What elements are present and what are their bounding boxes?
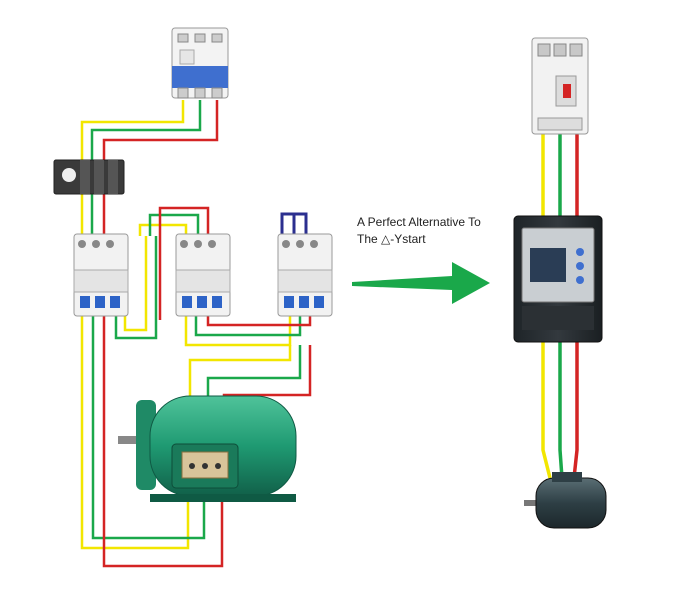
arrow-right-icon (352, 262, 490, 304)
contactor-icon (73, 233, 129, 317)
circuit-breaker-icon (171, 27, 229, 99)
caption: A Perfect Alternative To The △-Ystart (357, 214, 481, 248)
right-wires (541, 134, 579, 479)
motor-icon (118, 395, 297, 502)
caption-line-1: A Perfect Alternative To (357, 215, 481, 229)
contactor-icon (175, 233, 231, 317)
contactor-icon (277, 233, 333, 317)
caption-line-2: The △-Ystart (357, 232, 426, 246)
circuit-breaker-icon (531, 37, 589, 135)
soft-starter-icon (513, 215, 603, 343)
thermal-overload-relay-icon (53, 159, 125, 195)
left-wires (80, 100, 312, 568)
motor-icon (524, 472, 607, 529)
